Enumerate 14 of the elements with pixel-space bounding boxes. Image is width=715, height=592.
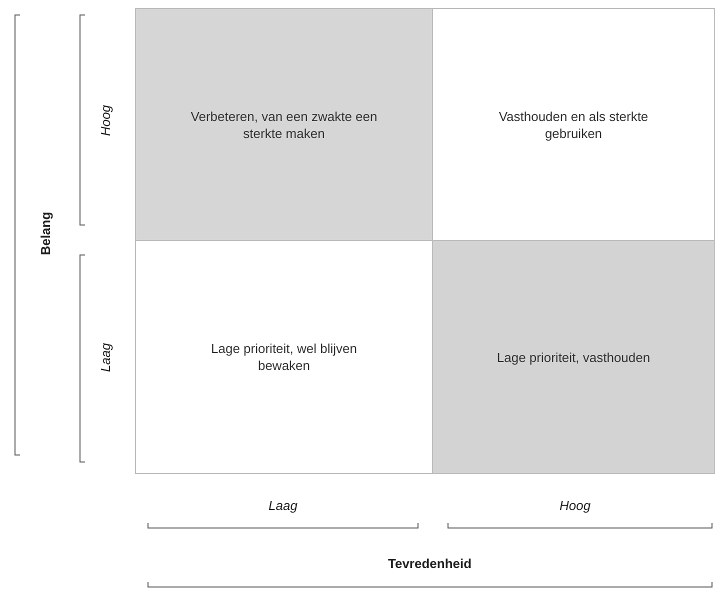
quadrant-text: Lage prioriteit, wel blijven bewaken (210, 340, 358, 374)
quadrant-cell (135, 8, 433, 241)
axis-level-label: Hoog (98, 104, 113, 136)
axis-title: Tevredenheid (388, 556, 472, 570)
quadrant-text: Verbeteren, van een zwakte een sterkte maken (190, 108, 378, 142)
quadrant-cell (432, 8, 715, 241)
axis-level-label: Laag (97, 342, 112, 372)
axis-title: Belang (38, 211, 53, 255)
quadrant-text: Lage prioriteit, vasthouden (496, 348, 652, 366)
quadrant-cell (135, 240, 433, 474)
quadrant-cell (432, 240, 715, 474)
axis-level-label: Hoog (560, 498, 591, 512)
axis-level-label: Laag (268, 498, 298, 512)
quadrant-text: Vasthouden en als sterkte gebruiken (498, 108, 650, 142)
